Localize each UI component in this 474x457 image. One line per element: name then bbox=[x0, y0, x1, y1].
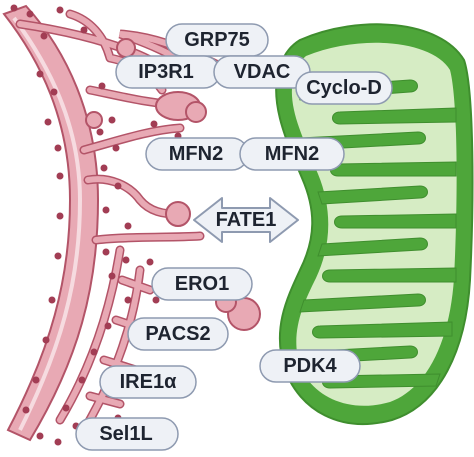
ire1a-label: IRE1α bbox=[120, 371, 177, 393]
ire1a-pill bbox=[99, 365, 197, 399]
fate1-arrow: FATE1 bbox=[193, 197, 299, 243]
pacs2-pill bbox=[127, 317, 229, 351]
grp75-label: GRP75 bbox=[184, 29, 250, 51]
ero1-pill bbox=[151, 267, 253, 301]
er-main-lumen bbox=[12, 16, 83, 431]
er-vesicles bbox=[85, 38, 261, 331]
protein-labels bbox=[75, 23, 393, 451]
pdk4-pill bbox=[259, 349, 361, 383]
cyclo-d-label: Cyclo-D bbox=[306, 77, 382, 99]
double-arrow-icon bbox=[193, 197, 299, 243]
ip3r1-label: IP3R1 bbox=[138, 61, 194, 83]
mfn2-mito-label: MFN2 bbox=[265, 143, 319, 165]
mfn2-er-label: MFN2 bbox=[169, 143, 223, 165]
grp75-pill bbox=[165, 23, 269, 57]
ero1-label: ERO1 bbox=[175, 273, 229, 295]
mfn2-mito-pill bbox=[239, 137, 345, 171]
vdac-label: VDAC bbox=[234, 61, 291, 83]
pacs2-label: PACS2 bbox=[145, 323, 210, 345]
sel1l-pill bbox=[75, 417, 179, 451]
sel1l-label: Sel1L bbox=[99, 423, 152, 445]
cyclo-d-pill bbox=[295, 71, 393, 105]
protein-label-texts: GRP75 IP3R1 VDAC Cyclo-D MFN2 MFN2 ERO1 … bbox=[99, 29, 381, 445]
fate1-label: FATE1 bbox=[216, 209, 277, 231]
pdk4-label: PDK4 bbox=[283, 355, 337, 377]
